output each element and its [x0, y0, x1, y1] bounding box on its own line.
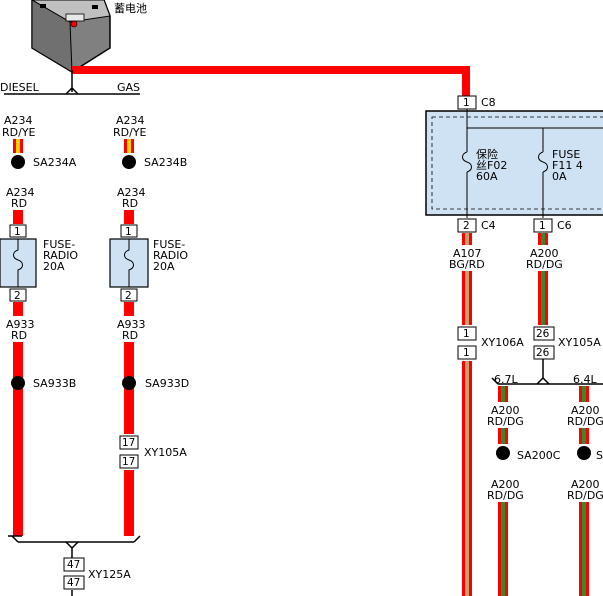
fusebox-top-pin: 1: [463, 97, 470, 109]
right-wire-low-color: RD: [122, 329, 138, 342]
right-wire-low-code: A933: [117, 318, 146, 331]
right-fuse-label-3: 20A: [153, 260, 175, 273]
a107-code: A107: [453, 247, 482, 260]
right-fuse-label-1: FUSE-: [153, 238, 185, 251]
splice-dot: [11, 376, 25, 390]
fuse-box: 1 C8 保险 丝F02 60A FUSE F11 4 0A 2 C4 1 C6: [425, 95, 603, 233]
branch-left-code-1: A200: [491, 404, 520, 417]
right-splice-top: SA234B: [144, 156, 187, 169]
branch-left-color-1: RD/DG: [487, 415, 524, 428]
right-wire-mid-color: RD: [122, 197, 138, 210]
right-fuse-pin-bottom: 2: [125, 290, 132, 302]
branch-left-length: 6.7L: [494, 373, 518, 386]
splice-dot: [496, 446, 510, 460]
left-column: A234 RD/YE SA234A A234 RD 1 2 FUSE- RADI…: [0, 114, 78, 536]
battery-label: 蓄电池: [114, 2, 147, 15]
right-conn-name: XY105A: [144, 446, 187, 459]
left-wire-low-code: A933: [6, 318, 35, 331]
left-wire-mid-code: A234: [6, 186, 35, 199]
fuse-b-label-2: F11 4: [552, 159, 583, 172]
left-fuse-pin-top: 1: [14, 226, 21, 238]
branch-diesel-label: DIESEL: [0, 81, 40, 94]
right-column: A234 RD/YE SA234B A234 RD 1 2 FUSE- RADI…: [109, 114, 189, 536]
fuse-b-label-1: FUSE: [552, 148, 580, 161]
right-conn-pin-bottom: 17: [122, 456, 135, 468]
left-wire-top-color: RD/YE: [2, 126, 36, 139]
fuse-a-label-2: 丝F02: [476, 159, 507, 172]
right-conn-pin-top: 17: [122, 437, 135, 449]
fusebox-out-b-name: C6: [557, 219, 572, 232]
a107-color: BG/RD: [449, 258, 485, 271]
fuse-icon: [538, 151, 548, 173]
a107-conn-pin-top: 1: [463, 328, 470, 340]
left-wire-top-code: A234: [4, 114, 33, 127]
right-fuse-pin-top: 1: [125, 226, 132, 238]
left-splice-top: SA234A: [33, 156, 77, 169]
splice-dot: [577, 446, 591, 460]
left-splice-low: SA933B: [33, 377, 76, 390]
left-fuse-label-2: RADIO: [43, 249, 78, 262]
splice-dot: [11, 155, 25, 169]
fusebox-out-a-pin: 2: [463, 220, 470, 232]
a200-conn-pin-bottom: 26: [536, 347, 550, 359]
fuse-a-label-1: 保险: [476, 147, 498, 161]
right-splice-low: SA933D: [145, 377, 189, 390]
splice-dot: [122, 155, 136, 169]
bottom-conn-pin-top: 47: [67, 559, 80, 571]
branch-left-color-2: RD/DG: [487, 489, 524, 502]
right-wire-mid-code: A234: [117, 186, 146, 199]
left-wire-low-color: RD: [11, 329, 27, 342]
a200-code: A200: [530, 247, 559, 260]
branch-left-splice: SA200C: [517, 449, 561, 462]
left-fuse-label-1: FUSE-: [43, 238, 75, 251]
branch-left-code-2: A200: [491, 478, 520, 491]
right-wire-top-code: A234: [116, 114, 145, 127]
fuse-icon: [462, 151, 472, 173]
right-wire-top-color: RD/YE: [113, 126, 147, 139]
a107-conn-pin-bottom: 1: [463, 347, 470, 359]
a200-branch-left: 6.7L A200 RD/DG SA200C A200 RD/DG: [487, 373, 561, 596]
a200-conn-pin-top: 26: [536, 328, 550, 340]
left-fuse-label-3: 20A: [43, 260, 65, 273]
fuse-b-label-3: 0A: [552, 170, 567, 183]
bottom-merge: [8, 535, 141, 558]
branch-right-color-2: RD/DG: [567, 489, 603, 502]
branch-right-splice: S: [596, 449, 603, 462]
a200-conn-name: XY105A: [558, 336, 601, 349]
branch-right-code-1: A200: [571, 404, 600, 417]
bottom-conn-pin-bottom: 47: [67, 577, 80, 589]
branch-gas-label: GAS: [117, 81, 140, 94]
right-fuse-label-2: RADIO: [153, 249, 188, 262]
a107-conn-name: XY106A: [481, 336, 524, 349]
wire-a200: A200 RD/DG 26 26 XY105A: [491, 233, 603, 385]
left-fuse-pin-bottom: 2: [14, 290, 21, 302]
bottom-conn-name: XY125A: [88, 568, 131, 581]
fuse-a-label-3: 60A: [476, 170, 498, 183]
fuse-icon: [124, 239, 134, 287]
a200-color: RD/DG: [526, 258, 563, 271]
fusebox-out-a-name: C4: [481, 219, 496, 232]
wire-a107: A107 BG/RD 1 1 XY106A: [449, 233, 524, 596]
fusebox-out-b-pin: 1: [539, 220, 546, 232]
diesel-gas-branch: [4, 87, 140, 95]
a200-branch-right: 6.4L A200 RD/DG S A200 RD/DG: [567, 373, 603, 596]
fuse-icon: [13, 239, 23, 287]
branch-right-code-2: A200: [571, 478, 600, 491]
splice-dot: [122, 376, 136, 390]
fusebox-top-name: C8: [481, 96, 496, 109]
branch-right-color-1: RD/DG: [567, 415, 603, 428]
left-wire-mid-color: RD: [11, 197, 27, 210]
battery-icon: [31, 0, 111, 73]
branch-right-length: 6.4L: [573, 373, 597, 386]
